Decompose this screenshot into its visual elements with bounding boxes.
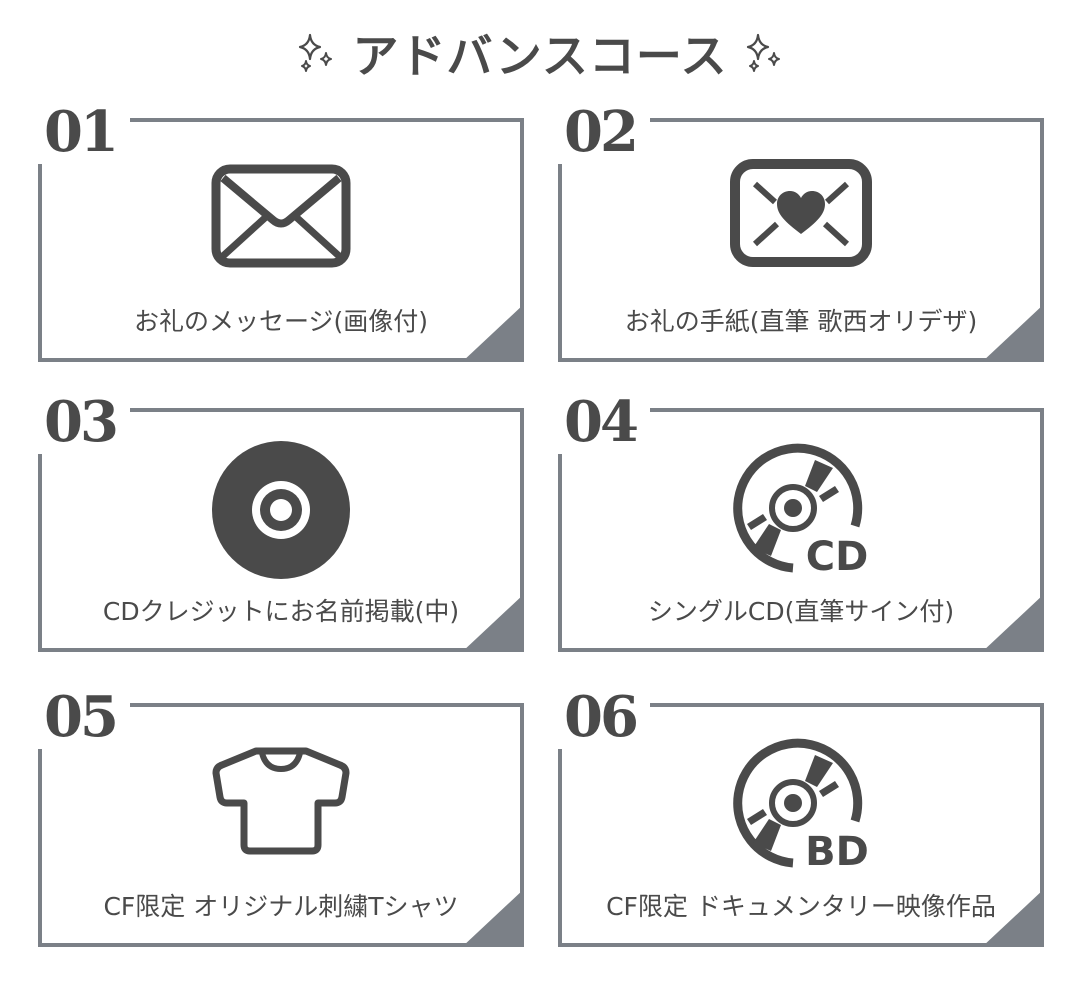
course-card-03: 03 CDクレジットにお名前掲載(中) bbox=[38, 394, 524, 652]
card-border bbox=[130, 703, 524, 707]
card-border bbox=[130, 118, 524, 122]
card-border bbox=[1040, 703, 1044, 947]
disc-icon bbox=[212, 441, 350, 579]
course-card-02: 02 お礼の手紙(直筆 歌西オリデザ) bbox=[558, 104, 1044, 362]
card-border bbox=[38, 454, 42, 652]
card-border bbox=[558, 648, 1044, 652]
card-label: お礼のメッセージ(画像付) bbox=[133, 307, 428, 336]
card-border bbox=[520, 118, 524, 362]
card-label: シングルCD(直筆サイン付) bbox=[647, 597, 955, 626]
card-label: CDクレジットにお名前掲載(中) bbox=[102, 597, 460, 626]
bluray-icon: BD bbox=[733, 738, 869, 871]
card-number: 04 bbox=[564, 389, 639, 455]
heart-letter-icon bbox=[730, 159, 872, 267]
card-border bbox=[558, 164, 562, 362]
sparkle-icon bbox=[299, 33, 333, 72]
page-title: アドバンスコース bbox=[0, 18, 1080, 88]
svg-text:CD: CD bbox=[806, 534, 869, 576]
card-border bbox=[38, 358, 524, 362]
card-border bbox=[38, 749, 42, 947]
title-text: アドバンスコース bbox=[352, 29, 728, 83]
card-number: 05 bbox=[44, 684, 119, 750]
course-card-04: 04 CD シングルCD(直筆サイン付) bbox=[558, 394, 1044, 652]
card-number: 02 bbox=[564, 99, 639, 165]
card-label: CF限定 オリジナル刺繍Tシャツ bbox=[103, 892, 459, 921]
card-border bbox=[38, 648, 524, 652]
svg-text:BD: BD bbox=[805, 829, 869, 871]
card-border bbox=[650, 118, 1044, 122]
card-border bbox=[130, 408, 524, 412]
card-border bbox=[38, 943, 524, 947]
card-border bbox=[558, 454, 562, 652]
course-card-06: 06 BD CF限定 ドキュメンタリー映像作品 bbox=[558, 689, 1044, 947]
card-label: CF限定 ドキュメンタリー映像作品 bbox=[606, 892, 996, 921]
course-card-05: 05 CF限定 オリジナル刺繍Tシャツ bbox=[38, 689, 524, 947]
card-border bbox=[1040, 408, 1044, 652]
card-border bbox=[520, 408, 524, 652]
card-border bbox=[520, 703, 524, 947]
card-border bbox=[558, 749, 562, 947]
card-border bbox=[650, 408, 1044, 412]
card-border bbox=[1040, 118, 1044, 362]
card-border bbox=[650, 703, 1044, 707]
card-number: 01 bbox=[44, 99, 119, 165]
sparkle-icon bbox=[746, 33, 780, 72]
card-label: お礼の手紙(直筆 歌西オリデザ) bbox=[624, 307, 978, 336]
envelope-icon bbox=[211, 164, 351, 268]
tshirt-icon bbox=[212, 747, 350, 855]
card-border bbox=[558, 943, 1044, 947]
card-number: 06 bbox=[564, 684, 639, 750]
card-border bbox=[558, 358, 1044, 362]
card-number: 03 bbox=[44, 389, 119, 455]
card-border bbox=[38, 164, 42, 362]
course-card-01: 01 お礼のメッセージ(画像付) bbox=[38, 104, 524, 362]
cd-icon: CD bbox=[733, 443, 869, 576]
